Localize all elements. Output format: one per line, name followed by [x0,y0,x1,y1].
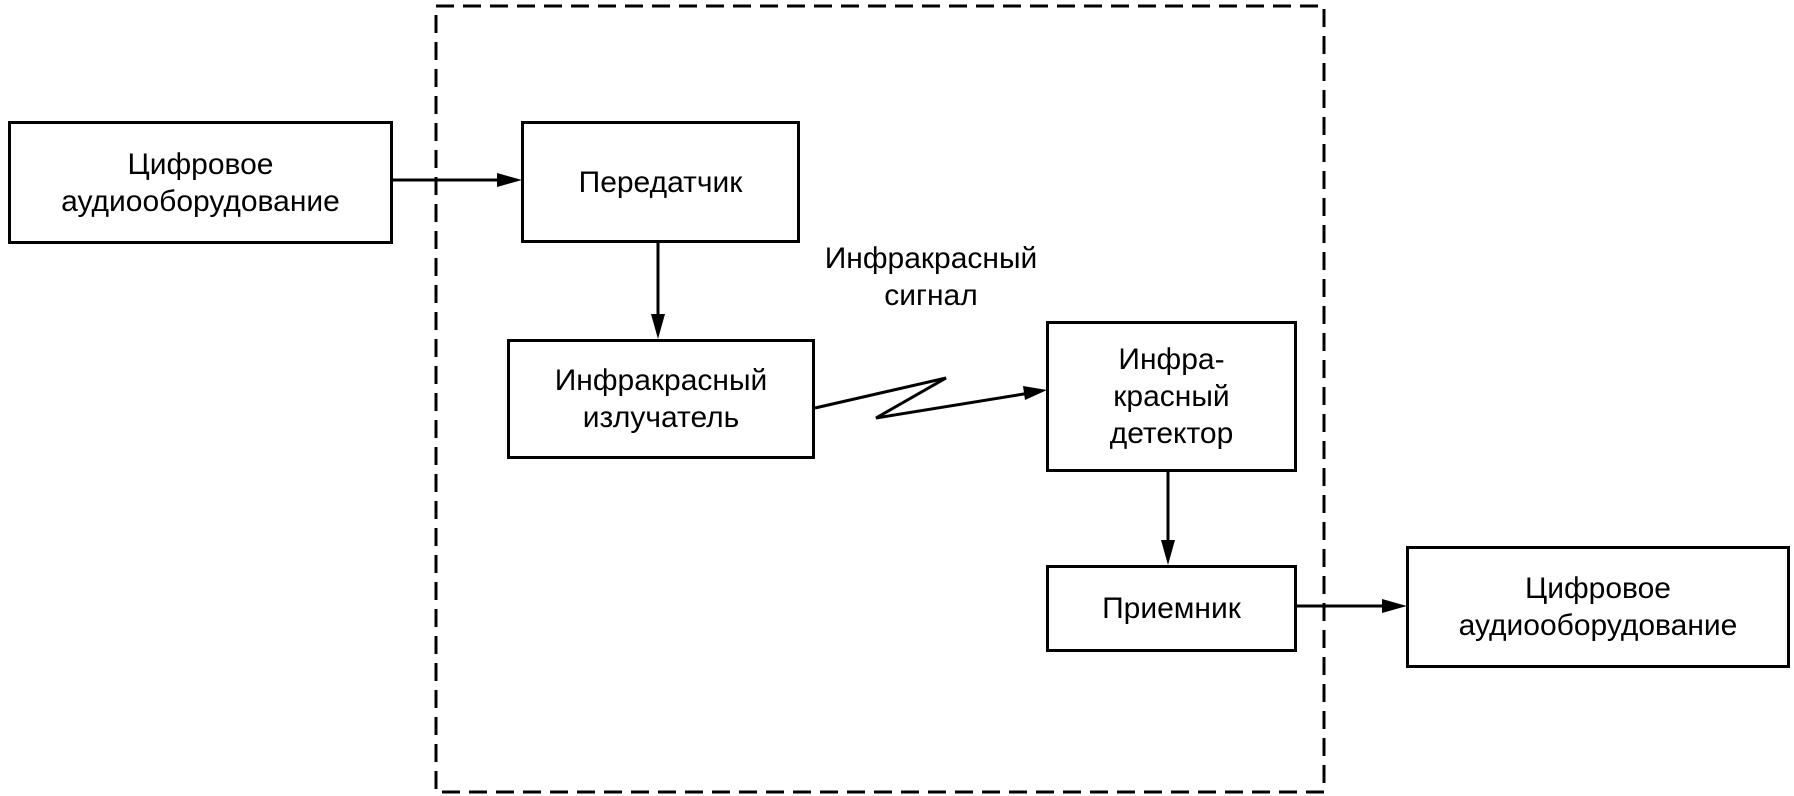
transmitter-label: Передатчик [578,165,743,199]
arrowhead-detector-to-receiver [1161,540,1175,565]
ir-emitter-line-1: Инфракрасный [554,364,768,397]
infrared-signal-zigzag [814,376,1031,420]
transmitter-box: Передатчик [521,121,800,243]
system-boundary-dashed [434,4,1326,794]
receiver-box: Приемник [1046,565,1297,652]
ir-detector-line-2: красный [1113,380,1230,413]
infrared-signal-label-line-1: Инфракрасный [824,242,1038,275]
digital-audio-input-line-1: Цифровое [127,147,274,181]
ir-detector-line-3: детектор [1109,417,1234,450]
arrowhead-transmitter-to-emitter [651,314,665,339]
ir-emitter-box: Инфракрасный излучатель [507,339,815,459]
digital-audio-output-line-2: аудиооборудование [1458,609,1738,642]
infrared-signal-label: Инфракрасный сигнал [800,240,1062,314]
arrowhead-signal-to-detector [1023,386,1047,400]
digital-audio-input-line-2: аудиооборудование [61,184,340,218]
digital-audio-output-line-1: Цифровое [1525,572,1671,605]
digital-audio-input-box: Цифровое аудиооборудование [8,121,393,244]
ir-emitter-line-2: излучатель [582,401,740,434]
ir-detector-line-1: Инфра- [1118,343,1225,376]
receiver-label: Приемник [1102,592,1241,625]
arrowhead-receiver-to-audio [1382,599,1407,613]
infrared-signal-label-line-2: сигнал [884,279,978,312]
ir-detector-box: Инфра- красный детектор [1046,321,1297,472]
arrowhead-audio-to-transmitter [497,173,522,187]
digital-audio-output-box: Цифровое аудиооборудование [1406,546,1790,668]
